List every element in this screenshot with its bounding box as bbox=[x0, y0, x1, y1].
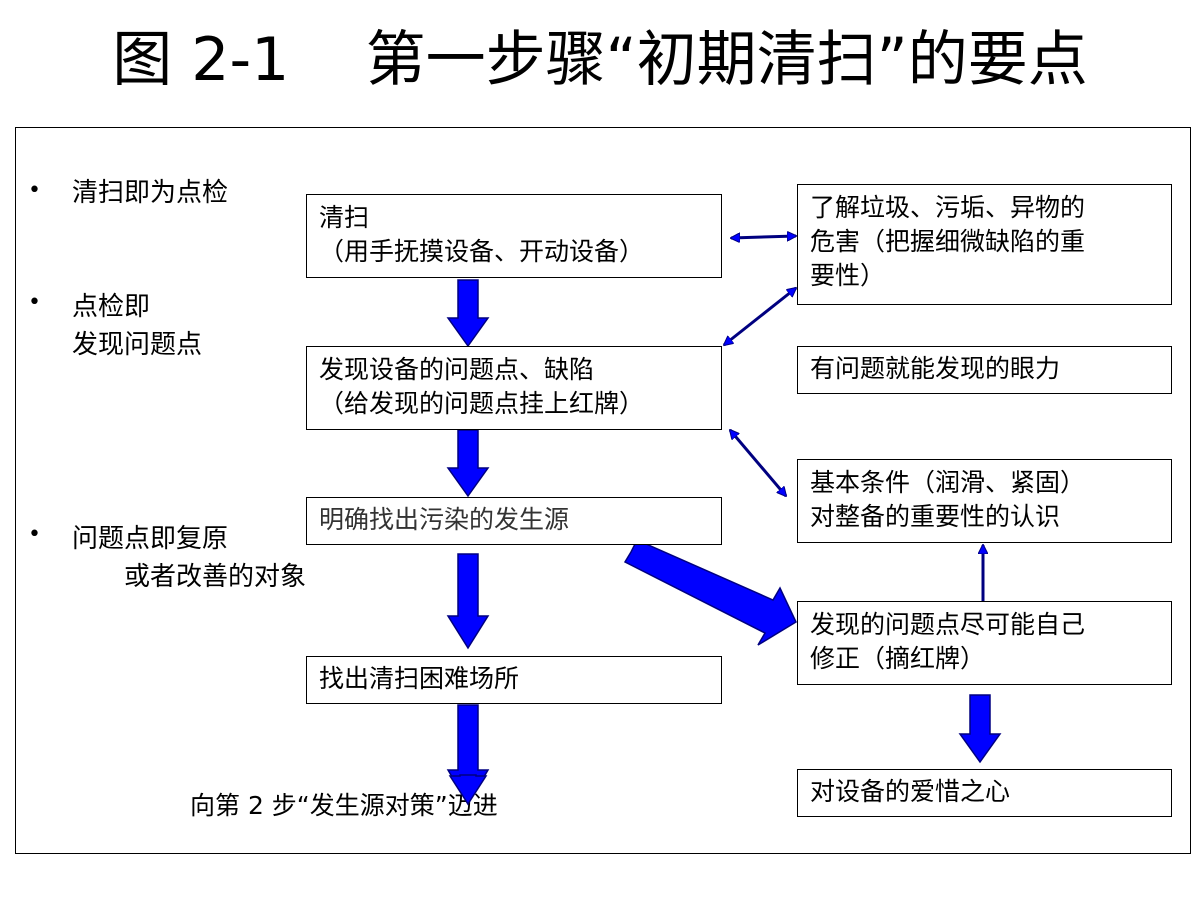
down-arrow-right bbox=[958, 694, 1002, 764]
info-line: 修正（摘红牌） bbox=[810, 644, 986, 673]
info-line: 发现的问题点尽可能自己 bbox=[810, 610, 1086, 639]
side-note-inspection-finds-problems: 点检即 发现问题点 bbox=[72, 288, 202, 364]
side-note-line: 清扫即为点检 bbox=[72, 178, 229, 208]
step-box-hard-to-clean: 找出清扫困难场所 bbox=[306, 656, 722, 704]
side-note-line: 点检即 bbox=[72, 292, 151, 322]
step-line: （用手抚摸设备、开动设备） bbox=[319, 237, 645, 266]
step-line: 发现设备的问题点、缺陷 bbox=[319, 355, 595, 384]
bullet-dot: • bbox=[28, 522, 41, 547]
info-line: 了解垃圾、污垢、异物的 bbox=[810, 193, 1086, 222]
step-line: 清扫 bbox=[319, 203, 370, 232]
side-note-problems-are-targets: 问题点即复原 或者改善的对象 bbox=[72, 520, 306, 596]
page-title: 图 2-1 第一步骤“初期清扫”的要点 bbox=[112, 25, 1088, 95]
info-line: 要性） bbox=[810, 261, 886, 290]
bullet-dot: • bbox=[28, 178, 41, 203]
side-note-line: 或者改善的对象 bbox=[124, 562, 307, 592]
side-note-cleaning-is-inspection: 清扫即为点检 bbox=[72, 174, 228, 212]
diagram-frame bbox=[15, 127, 1191, 854]
diagonal-arrow bbox=[623, 539, 797, 646]
info-line: 对整备的重要性的认识 bbox=[810, 502, 1061, 531]
step-box-find-defects: 发现设备的问题点、缺陷 （给发现的问题点挂上红牌） bbox=[306, 346, 722, 430]
down-arrow-1 bbox=[446, 279, 490, 348]
info-box-harm: 了解垃圾、污垢、异物的 危害（把握细微缺陷的重 要性） bbox=[797, 184, 1172, 305]
bullet-dot: • bbox=[28, 290, 41, 315]
info-box-basic-conditions: 基本条件（润滑、紧固） 对整备的重要性的认识 bbox=[797, 459, 1172, 543]
info-line: 对设备的爱惜之心 bbox=[810, 777, 1011, 806]
info-line: 有问题就能发现的眼力 bbox=[810, 354, 1061, 383]
next-step-text: 向第 2 步“发生源对策”迈进 bbox=[190, 791, 498, 820]
double-arrow-defect-to-harm bbox=[724, 288, 796, 345]
side-note-line: 问题点即复原 bbox=[72, 524, 229, 554]
step-box-pollution-source: 明确找出污染的发生源 bbox=[306, 497, 722, 545]
step-line: （给发现的问题点挂上红牌） bbox=[319, 389, 645, 418]
down-arrow-3 bbox=[446, 553, 490, 650]
double-arrow-defect-to-conditions bbox=[730, 430, 786, 496]
side-note-line: 发现问题点 bbox=[72, 330, 203, 360]
info-box-eye: 有问题就能发现的眼力 bbox=[797, 346, 1172, 394]
info-line: 危害（把握细微缺陷的重 bbox=[810, 227, 1086, 256]
down-arrow-2 bbox=[446, 429, 490, 498]
info-box-care: 对设备的爱惜之心 bbox=[797, 769, 1172, 817]
double-arrow-clean-to-harm bbox=[731, 236, 796, 238]
step-box-cleaning: 清扫 （用手抚摸设备、开动设备） bbox=[306, 194, 722, 278]
step-line: 明确找出污染的发生源 bbox=[319, 505, 570, 534]
info-box-self-fix: 发现的问题点尽可能自己 修正（摘红牌） bbox=[797, 601, 1172, 685]
info-line: 基本条件（润滑、紧固） bbox=[810, 468, 1086, 497]
step-line: 找出清扫困难场所 bbox=[319, 664, 520, 693]
